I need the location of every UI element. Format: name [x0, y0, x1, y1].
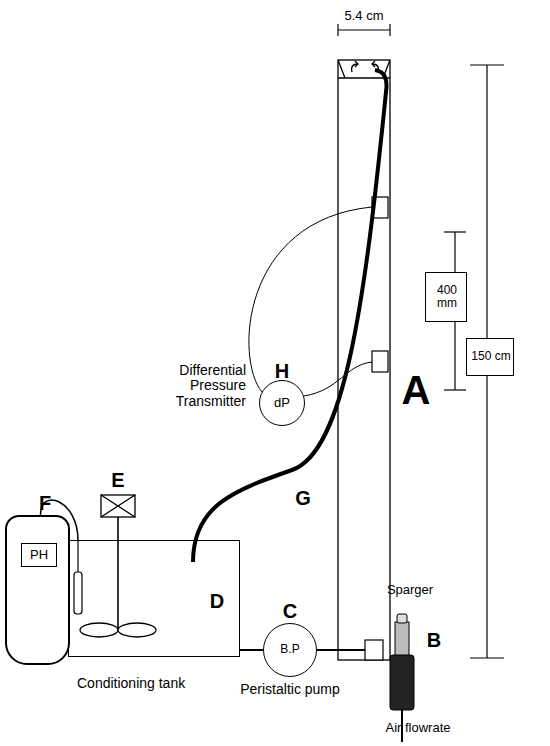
part-label: Sparger	[387, 583, 433, 597]
part-label: E	[111, 469, 124, 491]
pressure-wire	[304, 362, 372, 396]
node-text: B.P	[280, 643, 299, 656]
dp-transmitter: dPHDifferential Pressure Transmitter	[259, 380, 305, 426]
pressure-wire	[249, 207, 372, 392]
pipe-line	[240, 649, 263, 651]
dimension-box: 400 mm	[425, 272, 467, 322]
node-text: dP	[274, 396, 290, 410]
node-text: Peristaltic pump	[240, 682, 340, 697]
node-text: Differential Pressure Transmitter	[168, 363, 246, 409]
feed-line	[317, 649, 365, 651]
conditioning-tank: DConditioning tank	[68, 540, 240, 657]
node-text: H	[275, 360, 289, 382]
stirrer	[80, 495, 156, 637]
part-label: Air flowrate	[385, 721, 450, 735]
width-dimension	[338, 24, 390, 36]
node-text: D	[210, 590, 224, 612]
node-text: F	[39, 492, 51, 514]
ph-probe	[74, 541, 82, 614]
column-inlet	[365, 640, 383, 660]
node-text: 400 mm	[430, 284, 464, 310]
part-label: B	[427, 629, 441, 651]
pressure-tap	[372, 351, 388, 372]
node-text: 150 cm	[471, 350, 511, 363]
node-text: PH	[21, 543, 57, 567]
part-label: G	[295, 487, 311, 509]
ph-meter: PHF	[5, 515, 70, 665]
node-text: Conditioning tank	[77, 676, 185, 691]
recycle-tube	[193, 70, 387, 562]
node-text: C	[283, 600, 297, 622]
dimension-box: 150 cm	[466, 338, 514, 376]
pump-circle: B.PCPeristaltic pump	[263, 623, 317, 677]
part-label: A	[402, 368, 431, 412]
part-label: 5.4 cm	[344, 9, 383, 23]
bubble-column	[338, 60, 390, 660]
